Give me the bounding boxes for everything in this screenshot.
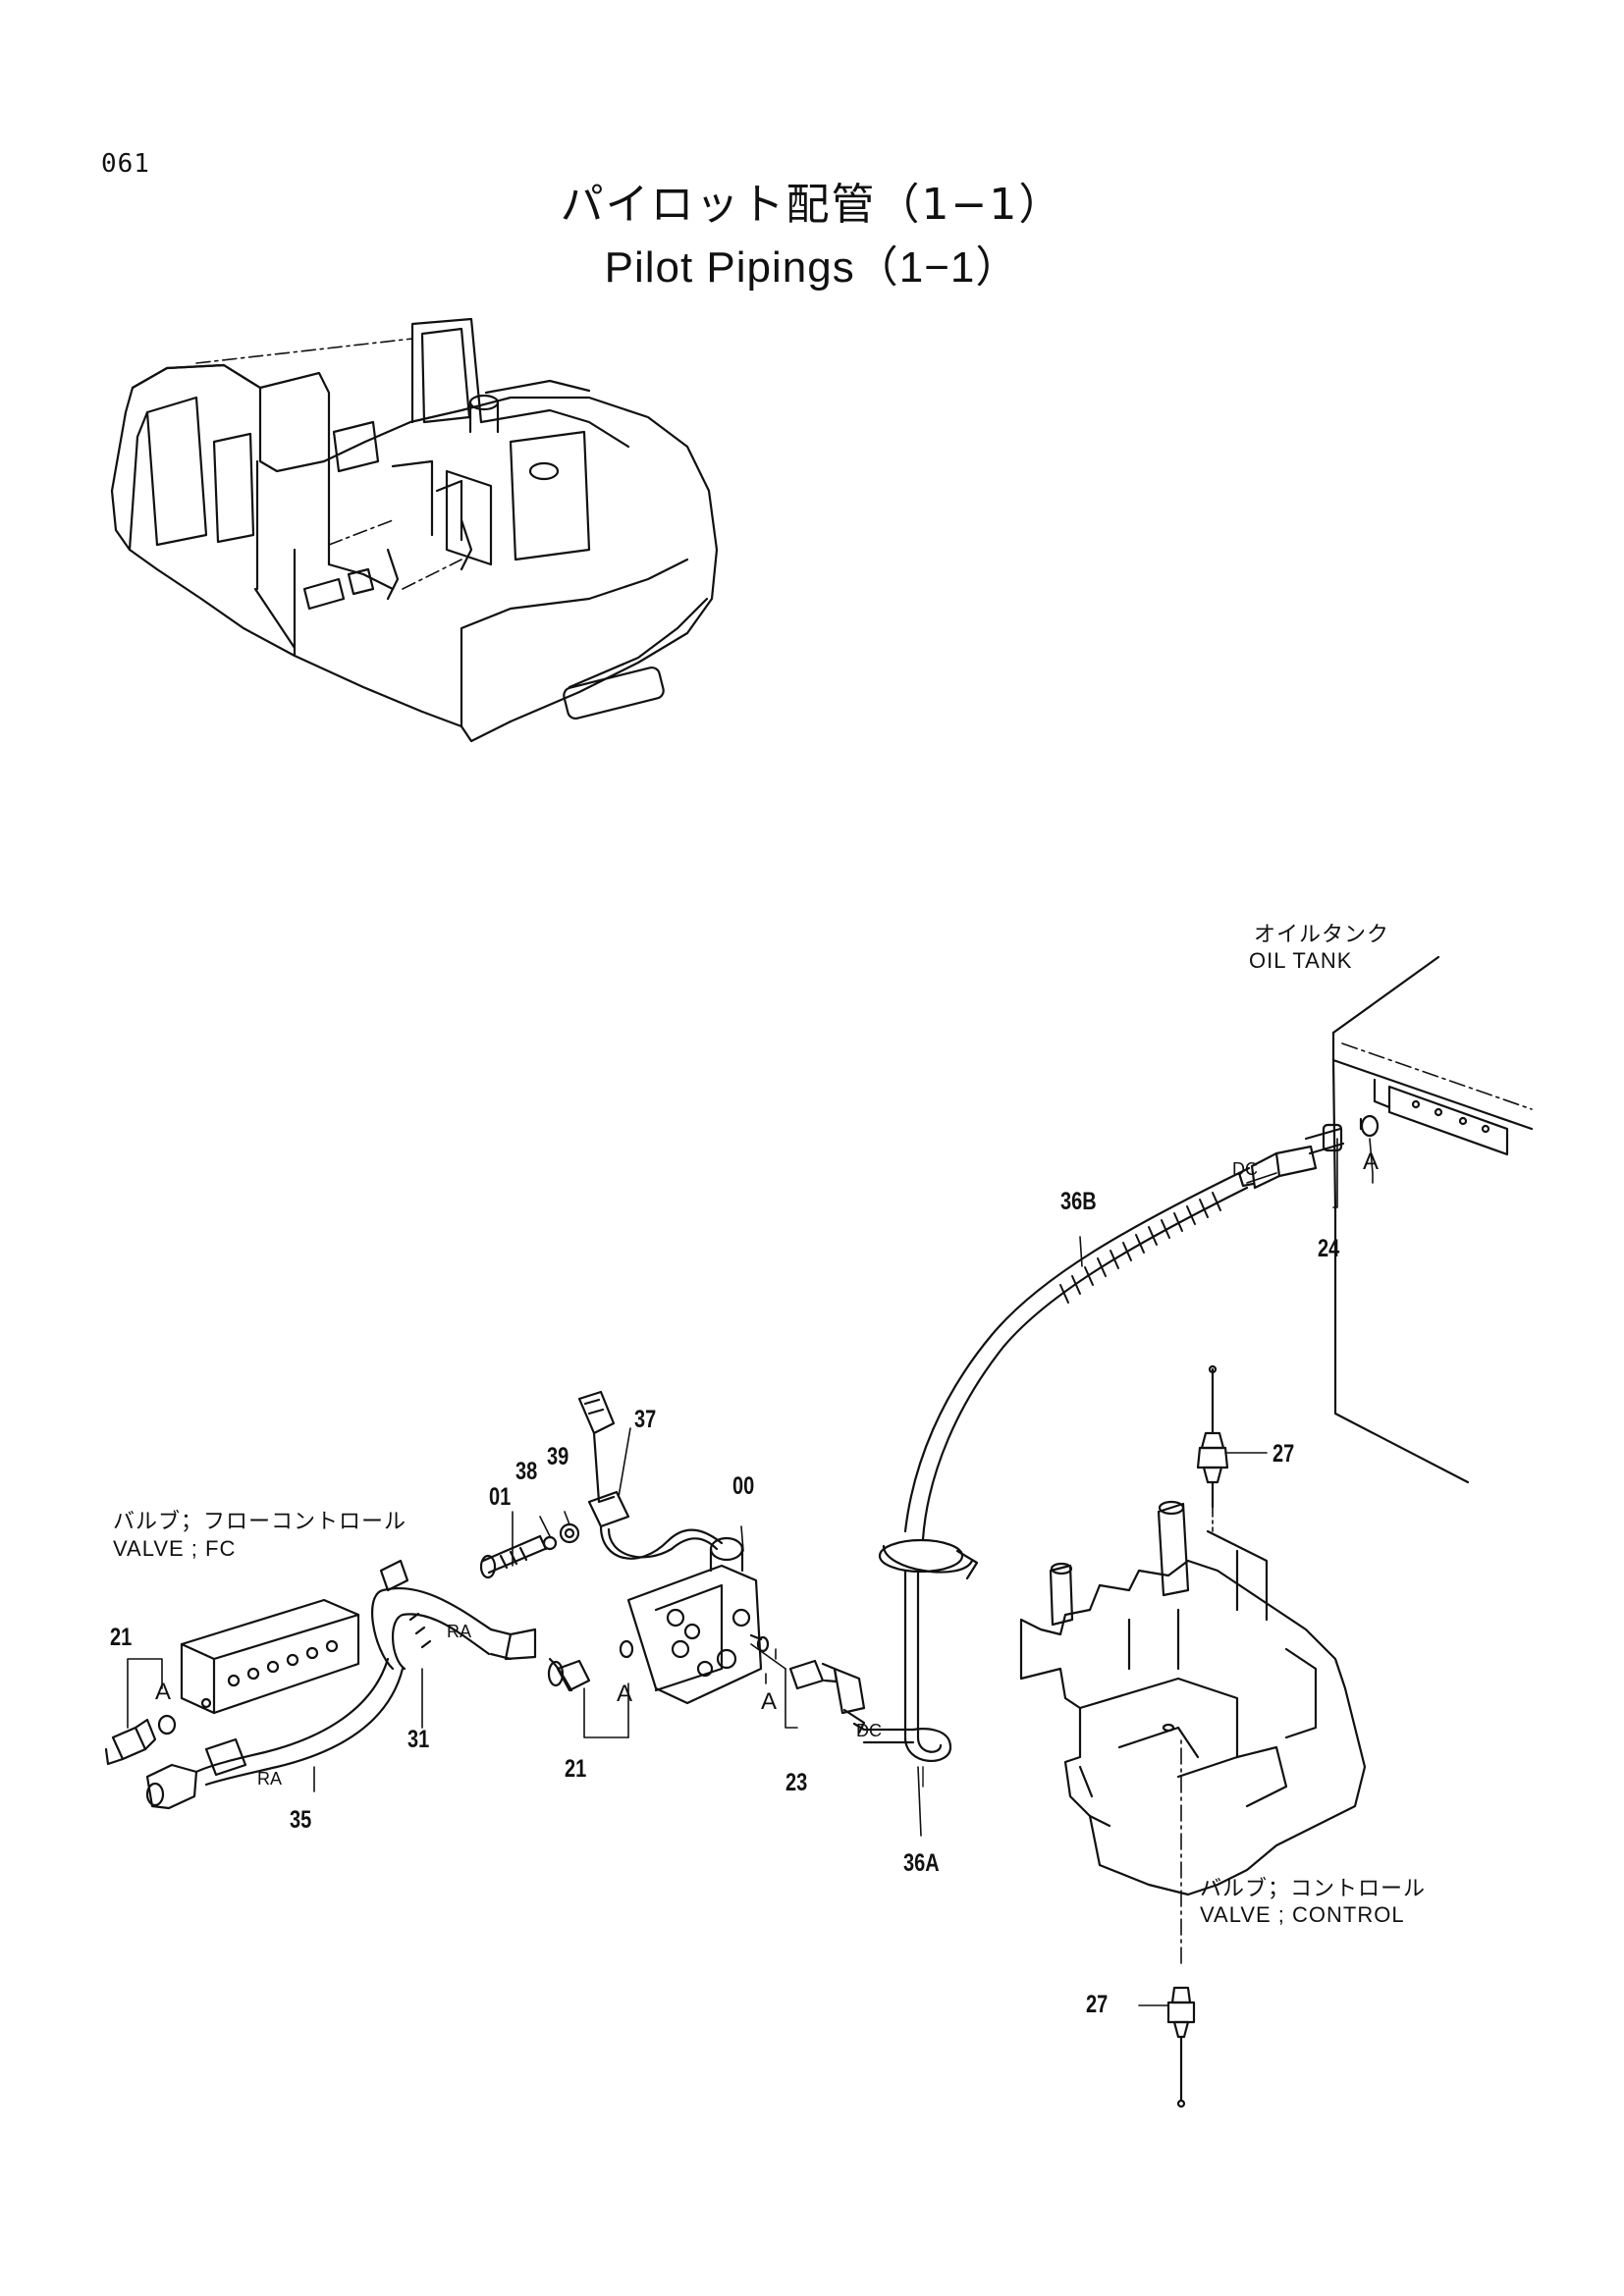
title-japanese: パイロット配管（1−1） xyxy=(560,180,1064,230)
leader-lines xyxy=(127,1138,1374,2006)
part-number-31: 31 xyxy=(407,1726,430,1753)
annotation-a-valve-fc: A xyxy=(155,1679,173,1705)
annotation-dc-hose-36a: DC xyxy=(856,1721,882,1740)
title-english: Pilot Pipings（1−1） xyxy=(604,243,1020,292)
fitting-23-drawing xyxy=(749,1633,866,1735)
part-number-24: 24 xyxy=(1318,1235,1340,1262)
oil-tank-label-jp: オイルタンク xyxy=(1254,922,1390,946)
annotation-a-oil-tank: A xyxy=(1363,1148,1380,1175)
annotation-a-fitting-23: A xyxy=(761,1688,779,1715)
annotation-ra-hose-35: RA xyxy=(257,1769,283,1789)
annotation-a-valve-00: A xyxy=(617,1681,634,1707)
pressure-switch-27-drawing xyxy=(1166,1364,1229,2109)
part-number-37: 37 xyxy=(634,1406,657,1433)
valve-fc-label-jp: バルブ；フローコントロール xyxy=(113,1509,407,1533)
valve-fc-label-en: VALVE ; FC xyxy=(113,1536,237,1561)
part-number-27-top: 27 xyxy=(1272,1440,1295,1468)
part-number-23: 23 xyxy=(785,1769,808,1796)
excavator-overview-drawing xyxy=(110,317,719,743)
part-number-36a: 36A xyxy=(903,1849,940,1877)
valve-control-label-jp: バルブ；コントロール xyxy=(1200,1876,1427,1900)
valve-00-drawing xyxy=(479,1390,763,1705)
oil-tank-label-en: OIL TANK xyxy=(1249,948,1353,973)
annotation-dc-hose-36b: DC xyxy=(1232,1159,1258,1179)
part-number-01: 01 xyxy=(489,1483,512,1511)
part-number-27-bottom: 27 xyxy=(1086,1991,1109,2018)
part-number-21-center: 21 xyxy=(565,1755,587,1783)
part-number-21-left: 21 xyxy=(110,1624,133,1651)
control-valve-drawing xyxy=(1019,1500,1367,1896)
part-number-35: 35 xyxy=(290,1806,312,1834)
valve-fc-drawing xyxy=(104,1598,405,1810)
oil-tank-drawing xyxy=(1331,955,1534,1484)
part-number-38: 38 xyxy=(515,1458,538,1485)
hose-31-drawing xyxy=(371,1559,634,1692)
hose-36b-drawing xyxy=(878,1123,1345,1580)
part-number-39: 39 xyxy=(547,1443,569,1470)
page-number: 061 xyxy=(101,149,150,179)
part-number-00: 00 xyxy=(732,1472,755,1500)
part-number-36b: 36B xyxy=(1060,1188,1097,1215)
valve-control-label-en: VALVE ; CONTROL xyxy=(1200,1902,1405,1927)
hose-36a-drawing xyxy=(852,1569,952,1788)
annotation-ra-hose-31: RA xyxy=(447,1622,472,1641)
